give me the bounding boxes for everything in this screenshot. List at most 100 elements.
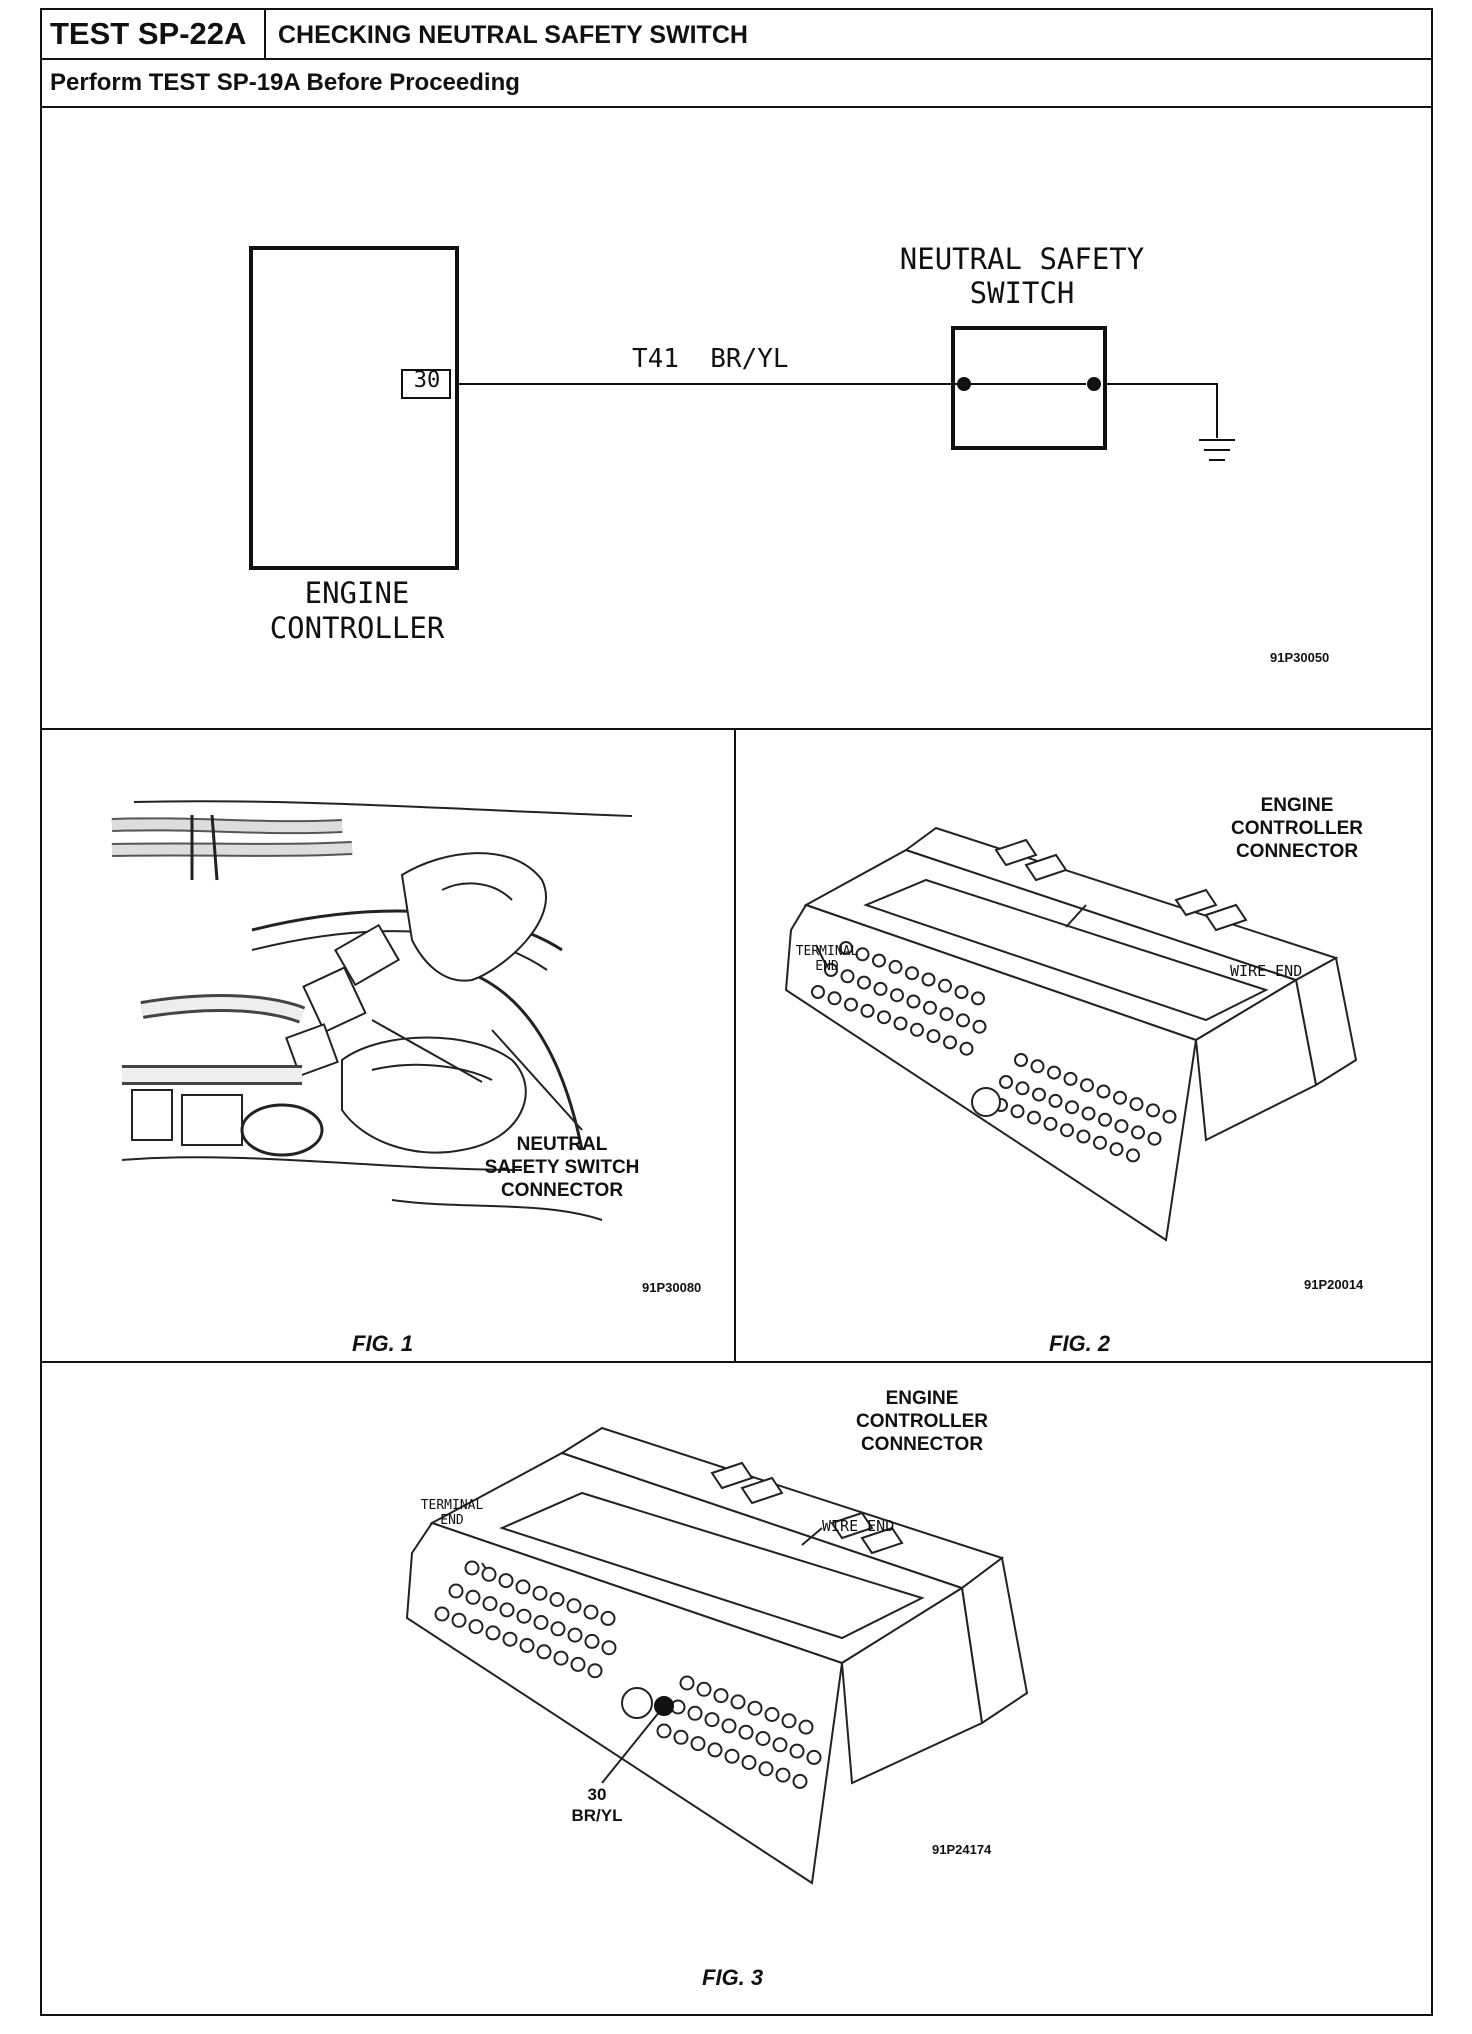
terminal-pin	[550, 1621, 566, 1637]
terminal-pin	[893, 1016, 908, 1031]
switch-label-line2: SWITCH	[969, 276, 1075, 310]
terminal-pin	[755, 1731, 771, 1746]
schematic-code: 91P30050	[1270, 650, 1330, 665]
terminal-pin	[775, 1767, 791, 1783]
terminal-pin	[872, 953, 886, 968]
divider-schematic	[42, 728, 1431, 730]
terminal-pin	[498, 1573, 514, 1589]
fig2-label-line3: CONNECTOR	[1235, 841, 1359, 862]
terminal-pin	[747, 1700, 763, 1716]
terminal-pin	[758, 1761, 774, 1777]
terminal-pin	[857, 975, 871, 990]
terminal-pin	[1060, 1123, 1074, 1138]
terminal-pin	[519, 1638, 535, 1653]
test-title: CHECKING NEUTRAL SAFETY SWITCH	[278, 21, 748, 49]
fig3-terminal-line1: TERMINAL	[420, 1498, 484, 1513]
terminal-pin	[516, 1608, 532, 1624]
terminal-pin	[999, 1075, 1013, 1089]
fig1-label-line2: SAFETY SWITCH	[484, 1157, 640, 1178]
terminal-pin	[707, 1742, 723, 1758]
terminal-pin	[673, 1729, 689, 1745]
terminal-pin	[839, 941, 853, 955]
terminal-pin	[906, 994, 921, 1009]
terminal-pin	[566, 1598, 582, 1614]
fig2-terminal-line2: END	[815, 959, 839, 974]
terminal-pin	[601, 1640, 617, 1656]
terminal-pin	[1081, 1106, 1096, 1121]
terminal-pin	[1014, 1053, 1028, 1067]
terminal-pin	[1027, 1110, 1041, 1125]
terminal-pin	[536, 1644, 552, 1660]
terminal-pin	[567, 1627, 583, 1643]
terminal-pin	[972, 1019, 987, 1034]
fig3-pin-label-line1: 30	[587, 1785, 607, 1804]
divider-fig3	[42, 1361, 1431, 1363]
fig2-key-hole	[971, 1087, 1001, 1117]
terminal-pin	[1093, 1135, 1107, 1150]
fig2-wire-end: WIRE END	[1230, 962, 1303, 980]
terminal-pin	[1162, 1109, 1177, 1124]
fig3-connector-illustration	[405, 1426, 1029, 1885]
terminal-pin	[448, 1583, 464, 1599]
terminal-pin	[587, 1663, 603, 1679]
terminal-pin	[926, 1029, 941, 1044]
terminal-pin	[860, 1003, 875, 1018]
terminal-pin	[1080, 1078, 1094, 1093]
terminal-pin	[798, 1719, 814, 1735]
terminal-pin	[502, 1631, 518, 1647]
terminal-pin	[910, 1022, 924, 1037]
terminal-pin	[738, 1724, 754, 1740]
terminal-pin	[1114, 1119, 1129, 1134]
fig2-terminal-line1: TERMINAL	[795, 944, 859, 959]
terminal-pin	[890, 988, 904, 1003]
terminal-pin	[772, 1737, 788, 1753]
terminal-pin	[465, 1589, 481, 1605]
terminal-pin	[1129, 1097, 1144, 1112]
header-bar: TEST SP-22A CHECKING NEUTRAL SAFETY SWIT…	[42, 10, 1431, 60]
terminal-pin	[943, 1035, 957, 1050]
terminal-pin	[1076, 1129, 1091, 1144]
terminal-pin	[781, 1713, 797, 1729]
terminal-pin	[741, 1755, 757, 1770]
terminal-pin	[1146, 1103, 1160, 1118]
fig3-label-line2: CONTROLLER	[856, 1411, 988, 1432]
terminal-pin	[584, 1633, 600, 1649]
fig3-key-hole	[621, 1687, 653, 1719]
terminal-pin	[1109, 1142, 1124, 1157]
pin-30-box	[401, 369, 451, 399]
fig2-label-line2: CONTROLLER	[1231, 818, 1363, 839]
terminal-pin	[811, 985, 825, 999]
terminal-pin	[923, 1000, 937, 1015]
terminal-pin	[873, 981, 888, 996]
terminal-pin	[485, 1625, 501, 1641]
terminal-pin	[792, 1773, 808, 1789]
terminal-pin	[1015, 1081, 1030, 1096]
terminal-pin	[687, 1705, 703, 1721]
terminal-pin	[696, 1681, 712, 1697]
fig1-label-line3: CONNECTOR	[500, 1180, 624, 1201]
fig3-terminal-line2: END	[440, 1513, 464, 1528]
fig1-caption: FIG. 1	[352, 1331, 414, 1356]
terminal-pin	[1063, 1071, 1078, 1086]
fig3-label-line3: CONNECTOR	[860, 1434, 984, 1455]
terminal-pin	[1048, 1093, 1063, 1108]
terminal-pin	[656, 1723, 672, 1739]
ground-wire	[1105, 383, 1218, 438]
terminal-pin	[468, 1619, 484, 1635]
terminal-pin	[1065, 1100, 1079, 1115]
terminal-pin	[939, 1007, 954, 1022]
fig3-pin-30-highlight	[654, 1696, 674, 1716]
terminal-pin	[515, 1579, 531, 1595]
terminal-pin	[724, 1748, 740, 1764]
terminal-pin	[1113, 1090, 1127, 1105]
pin-30-label: 30	[413, 368, 441, 393]
terminal-pin	[570, 1656, 586, 1672]
terminal-pin	[713, 1688, 729, 1704]
page-frame: TEST SP-22A CHECKING NEUTRAL SAFETY SWIT…	[40, 8, 1433, 2016]
terminal-pin	[499, 1602, 515, 1618]
terminal-pin	[827, 991, 842, 1006]
controller-label-line1: ENGINE	[304, 576, 410, 610]
fig2-terminal-pins	[811, 941, 1177, 1163]
terminal-pin	[549, 1592, 565, 1607]
terminal-pin	[600, 1610, 616, 1626]
